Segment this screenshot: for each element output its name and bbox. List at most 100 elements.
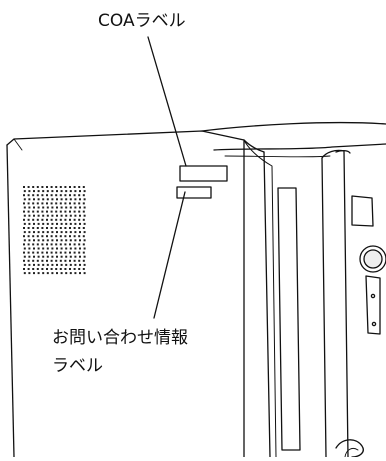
vent-hole bbox=[55, 243, 58, 246]
vent-hole bbox=[51, 263, 54, 266]
vent-hole bbox=[55, 268, 58, 270]
vent-hole bbox=[73, 268, 76, 270]
vent-hole bbox=[41, 268, 44, 270]
vent-hole bbox=[46, 210, 48, 213]
vent-hole bbox=[56, 198, 58, 201]
vent-hole bbox=[33, 263, 35, 266]
vent-hole bbox=[83, 198, 86, 201]
vent-hole bbox=[32, 235, 35, 238]
vent-hole bbox=[33, 231, 35, 234]
vent-hole bbox=[42, 214, 45, 217]
vent-hole bbox=[41, 218, 44, 221]
vent-hole bbox=[69, 210, 71, 213]
vent-hole bbox=[41, 243, 44, 246]
vent-hole bbox=[59, 259, 62, 262]
vent-hole bbox=[51, 272, 54, 275]
vent-hole bbox=[27, 194, 30, 197]
vent-hole bbox=[74, 190, 77, 193]
bottom-swirl-inner bbox=[344, 447, 359, 458]
vent-hole bbox=[56, 222, 58, 225]
vent-hole bbox=[69, 263, 72, 266]
vent-hole bbox=[83, 263, 86, 266]
vent-hole bbox=[55, 259, 58, 262]
vent-hole bbox=[36, 268, 39, 270]
contact-leader-line bbox=[153, 191, 186, 319]
vent-hole bbox=[51, 214, 54, 217]
vent-hole bbox=[74, 239, 77, 242]
vent-hole bbox=[28, 239, 31, 242]
vent-hole bbox=[51, 247, 54, 250]
vent-hole bbox=[56, 214, 58, 217]
vent-hole bbox=[78, 218, 81, 221]
vent-hole bbox=[82, 218, 85, 221]
vent-hole bbox=[23, 235, 25, 238]
vent-hole bbox=[32, 251, 35, 254]
vent-hole bbox=[64, 227, 67, 229]
vent-hole bbox=[59, 194, 62, 197]
vent-hole bbox=[42, 239, 45, 242]
vent-hole bbox=[78, 251, 81, 254]
power-button-inner bbox=[363, 249, 383, 269]
vent-hole bbox=[74, 206, 77, 209]
vent-hole bbox=[69, 235, 71, 238]
vent-hole-grid bbox=[23, 186, 86, 275]
vent-hole bbox=[41, 251, 44, 254]
vent-hole bbox=[27, 268, 30, 270]
vent-hole bbox=[82, 194, 85, 197]
contact-info-label-plate bbox=[176, 186, 212, 199]
vent-hole bbox=[46, 194, 48, 197]
vent-hole bbox=[69, 227, 71, 229]
vent-hole bbox=[42, 198, 45, 201]
coa-leader-line bbox=[147, 36, 187, 167]
vent-hole bbox=[23, 186, 25, 188]
vent-hole bbox=[23, 272, 26, 275]
vent-hole bbox=[46, 231, 49, 234]
vent-hole bbox=[55, 218, 58, 221]
vent-hole bbox=[73, 210, 76, 213]
vent-hole bbox=[41, 235, 44, 238]
vent-hole bbox=[46, 202, 48, 205]
bezel-top-curve-inner bbox=[224, 155, 331, 158]
vent-hole bbox=[73, 251, 76, 254]
vent-hole bbox=[82, 268, 85, 270]
vent-hole bbox=[79, 231, 81, 234]
vent-hole bbox=[83, 190, 86, 193]
vent-hole bbox=[42, 190, 45, 193]
vent-hole bbox=[23, 198, 26, 201]
vent-hole bbox=[36, 259, 39, 262]
vent-hole bbox=[69, 218, 71, 221]
contact-info-callout-line-1: お問い合わせ情報 bbox=[52, 328, 188, 348]
vent-hole bbox=[28, 198, 31, 201]
vent-hole bbox=[64, 251, 67, 254]
vent-hole bbox=[23, 227, 25, 229]
vent-hole bbox=[36, 251, 39, 254]
vent-hole bbox=[32, 218, 35, 221]
lock-slider-hole-2 bbox=[371, 321, 377, 327]
case-front-edge-inner bbox=[243, 139, 265, 153]
vent-hole bbox=[60, 231, 63, 234]
vent-hole bbox=[41, 210, 44, 213]
vent-hole bbox=[69, 259, 71, 262]
vent-hole bbox=[73, 235, 76, 238]
vent-hole bbox=[33, 206, 35, 209]
vent-hole bbox=[27, 227, 30, 229]
vent-hole bbox=[64, 194, 67, 197]
vent-hole bbox=[59, 243, 62, 246]
vent-hole bbox=[33, 198, 35, 201]
vent-hole bbox=[23, 218, 25, 221]
power-button-outer bbox=[359, 245, 386, 273]
vent-hole bbox=[64, 235, 67, 238]
vent-hole bbox=[50, 268, 53, 270]
bottom-swirl bbox=[335, 439, 364, 458]
vent-hole bbox=[60, 198, 63, 201]
vent-hole bbox=[65, 206, 68, 209]
vent-hole bbox=[46, 247, 49, 250]
vent-hole bbox=[37, 272, 40, 275]
vent-hole bbox=[32, 259, 35, 262]
vent-hole bbox=[55, 251, 58, 254]
vent-hole bbox=[83, 214, 86, 217]
vent-hole bbox=[65, 255, 68, 258]
vent-hole bbox=[79, 214, 81, 217]
vent-hole bbox=[23, 247, 26, 250]
vent-hole bbox=[36, 194, 39, 197]
